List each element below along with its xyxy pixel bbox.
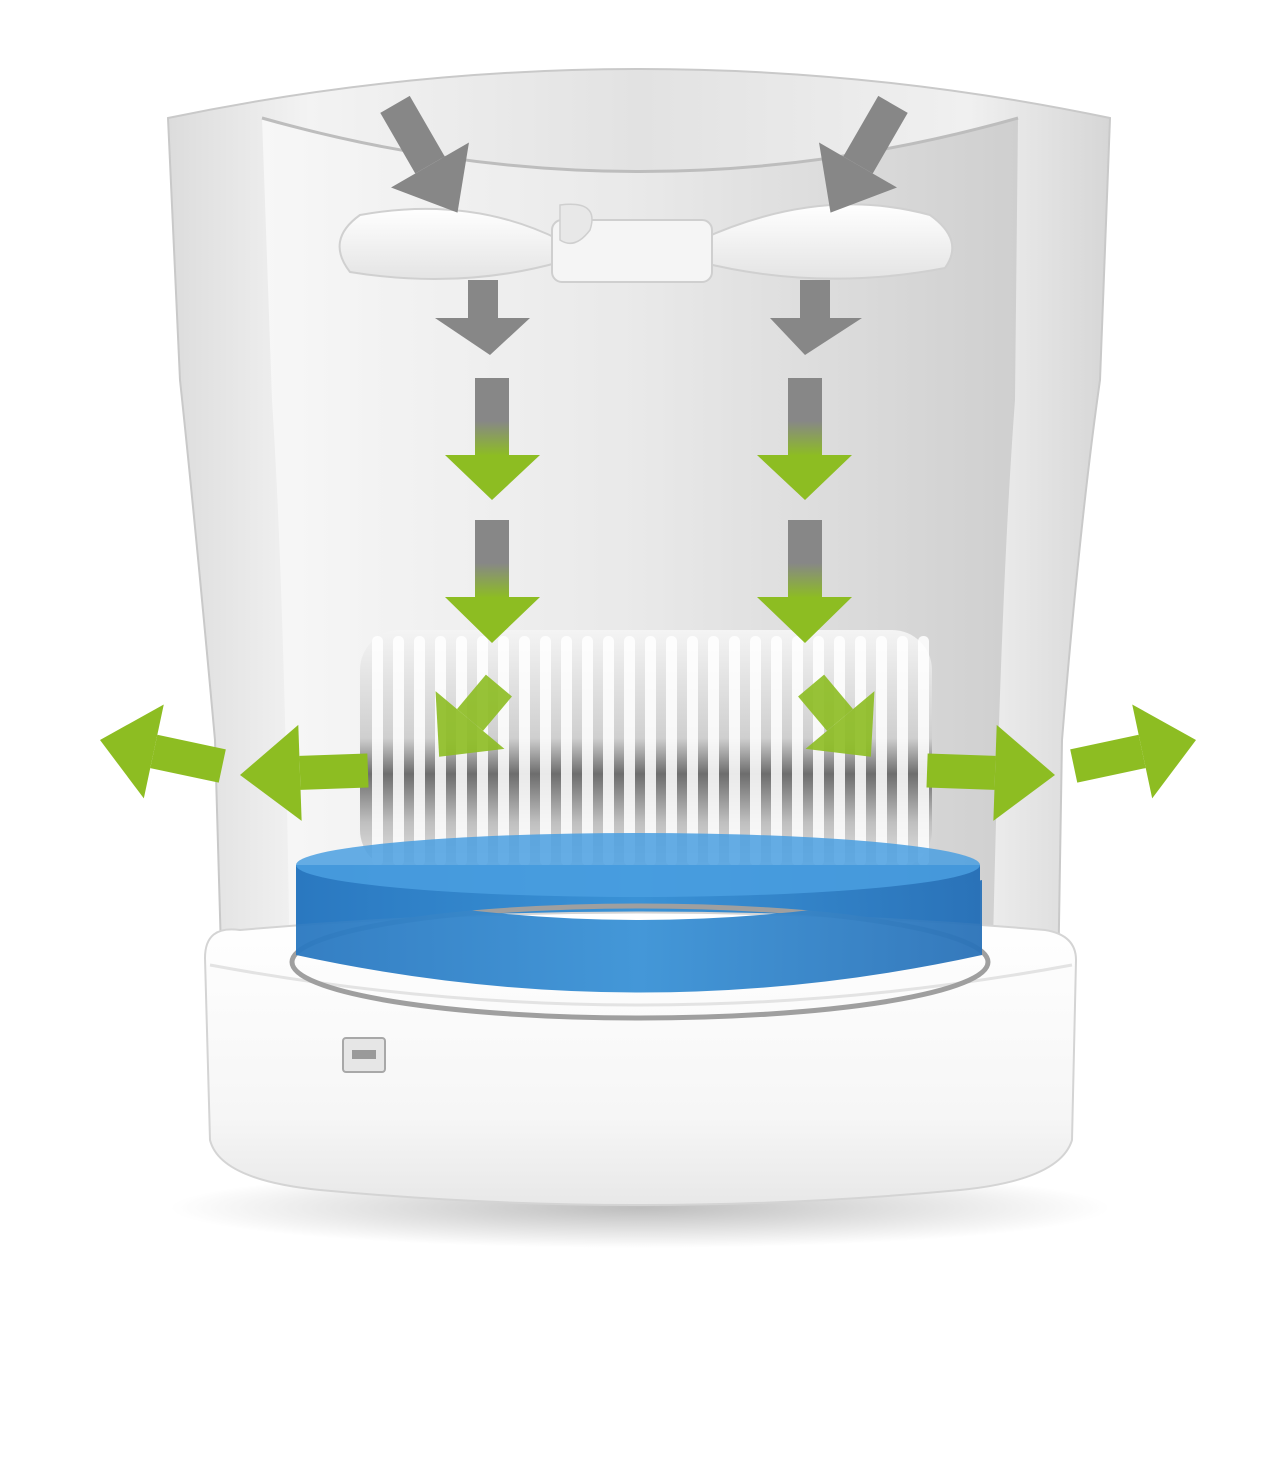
intake-right-arrow [819,95,908,213]
down-right-arrow-3 [757,520,852,643]
intake-left-arrow [380,95,469,213]
filter-drum-rib [645,636,656,866]
filter-drum-rib [729,636,740,866]
down-right-arrow-1 [770,280,862,355]
base-opening [289,903,991,1021]
water-tray-front [296,880,982,993]
filter-drum-rib [561,636,572,866]
fan-hub [551,219,713,283]
down-left-arrow-2 [445,378,540,500]
filter-drum-rib [540,636,551,866]
filter-drum-rib [414,636,425,866]
filter-drum-rib [876,636,887,866]
filter-drum-rib [519,636,530,866]
fan-blade-right [699,203,954,280]
down-left-arrow-1 [435,280,530,355]
filter-drum-rib [792,636,803,866]
drum-right-arrow [798,674,875,757]
filter-drum-rib [750,636,761,866]
filter-drum-rib [708,636,719,866]
filter-drum-rib [393,636,404,866]
down-right-arrow-2 [757,378,852,500]
connector-port-slot [352,1050,376,1059]
fan [338,203,954,283]
filter-drum [360,630,932,870]
fan-hub-blade [559,203,593,245]
housing-rim [261,116,1019,173]
filter-drum-rib [687,636,698,866]
filter-drum-rib [582,636,593,866]
outflow-left-arrow-outer [100,704,226,799]
outflow-right-arrow-outer [1070,704,1196,799]
filter-drum-rib [813,636,824,866]
base [203,880,1078,1206]
fan-blade-left [338,207,561,281]
outflow-right-arrow-inner [926,724,1055,821]
filter-drum-rib [918,636,929,866]
filter-drum-rib [897,636,908,866]
outflow-left-arrow-inner [240,724,369,821]
filter-drum-rib [603,636,614,866]
filter-drum-rib [498,636,509,866]
water-tray-top [296,833,980,897]
filter-drum-rib [666,636,677,866]
base-top-edge [209,963,1073,1007]
filter-drum-rib [372,636,383,866]
drum-left-arrow [435,674,512,757]
filter-drum-rib [624,636,635,866]
airflow-arrows [100,95,1196,821]
down-left-arrow-3 [445,520,540,643]
filter-drum-rib [771,636,782,866]
